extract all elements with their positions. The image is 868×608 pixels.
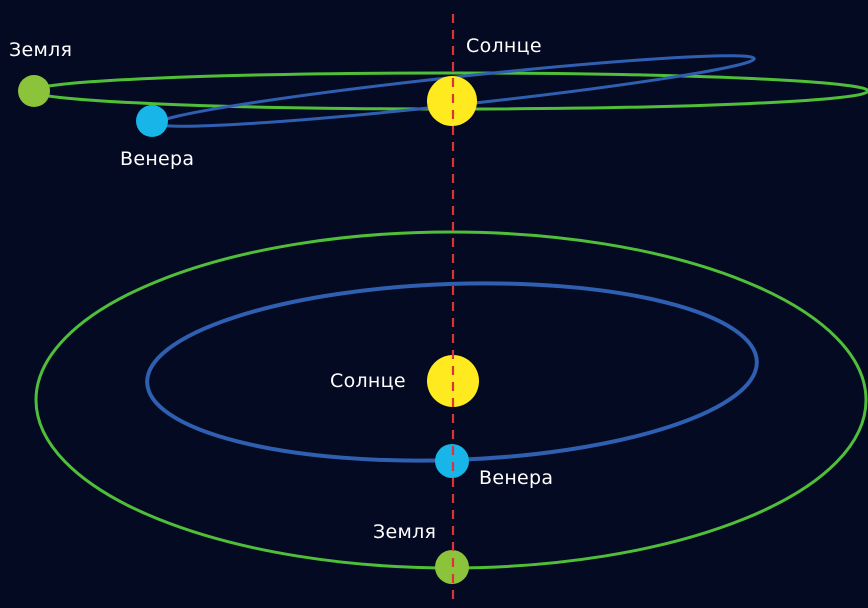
sun-label-top: Солнце xyxy=(330,370,406,392)
earth-side xyxy=(18,75,50,107)
venus-label-side: Венера xyxy=(120,148,195,170)
sun-label-side: Солнце xyxy=(466,35,542,57)
earth-label-side: Земля xyxy=(9,39,73,61)
venus-top xyxy=(435,444,469,478)
earth-label-top: Земля xyxy=(373,521,437,543)
sun-top xyxy=(427,355,479,407)
venus-label-top: Венера xyxy=(479,467,554,489)
venus-side xyxy=(136,105,168,137)
